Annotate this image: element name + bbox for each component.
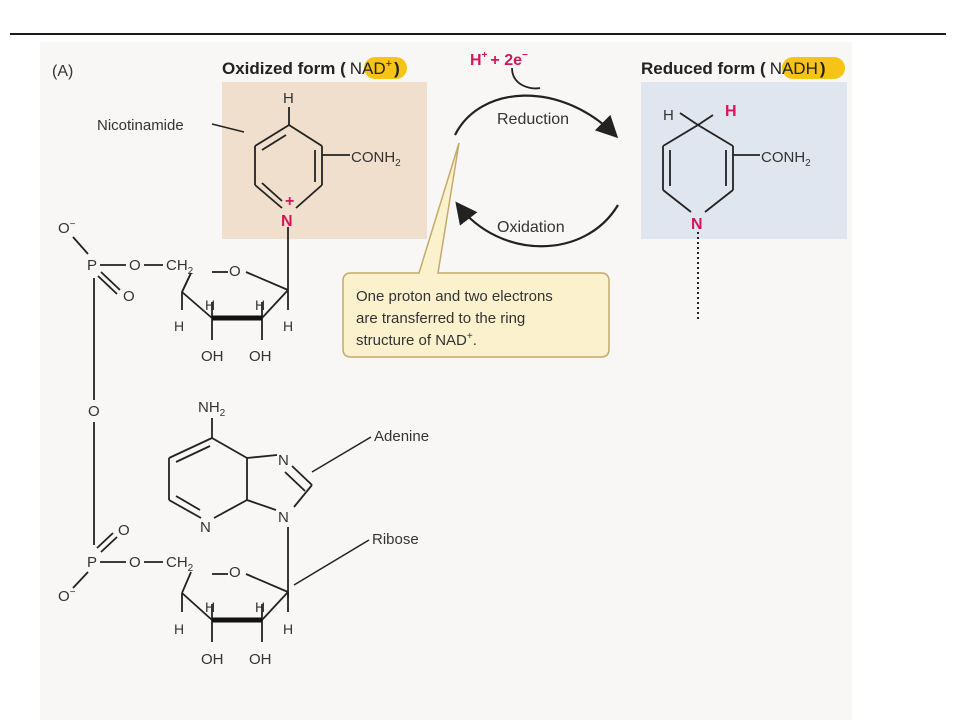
callout-line-3: structure of NAD+. <box>356 331 477 349</box>
upper-ch2: CH2 <box>166 257 194 277</box>
lower-h-4: H <box>283 621 293 637</box>
callout-box <box>342 142 610 358</box>
conh2-red: CONH2 <box>761 149 811 169</box>
ribose-leader <box>293 539 370 586</box>
lower-h-2: H <box>255 599 265 615</box>
callout-line-1: One proton and two electrons <box>356 288 553 305</box>
lower-p-o-double: O <box>118 522 130 539</box>
lower-oh-1: OH <box>201 651 224 668</box>
reduction-label: Reduction <box>497 111 569 128</box>
atom-n-plus: N <box>281 213 293 230</box>
lower-h-3: H <box>174 621 184 637</box>
upper-oh-1: OH <box>201 348 224 365</box>
oxidized-header: Oxidized form (NAD+) <box>222 58 400 78</box>
atom-h-nadh: H <box>663 107 674 124</box>
upper-ring-o: O <box>229 263 241 280</box>
reduction-arrow <box>454 94 619 139</box>
positive-charge: + <box>285 193 294 210</box>
reduced-box <box>641 82 847 239</box>
upper-h-4: H <box>283 318 293 334</box>
label-ribose: Ribose <box>372 531 419 548</box>
label-nicotinamide: Nicotinamide <box>97 117 184 134</box>
bridge-o: O <box>88 403 100 420</box>
proton-input-arrow <box>511 67 541 90</box>
lower-ch2: CH2 <box>166 554 194 574</box>
lower-o-minus: O− <box>58 587 76 605</box>
nadh-highlight <box>782 57 845 79</box>
reduced-header: Reduced form (NADH) <box>641 59 826 78</box>
lower-phosphate-bonds <box>72 532 163 589</box>
nad-highlight <box>364 57 407 79</box>
adenine-n7: N <box>278 452 289 469</box>
upper-ester-o: O <box>129 257 141 274</box>
lower-ribose-ring <box>181 571 289 642</box>
lower-ring-o: O <box>229 564 241 581</box>
added-hydrogen: H <box>725 103 737 120</box>
lower-p: P <box>87 554 97 571</box>
adenine-leader <box>311 436 372 473</box>
atom-n-nadh: N <box>691 216 703 233</box>
oxidation-arrow <box>455 201 619 248</box>
adenine-rings <box>168 418 313 598</box>
oxidation-label: Oxidation <box>497 219 565 236</box>
label-adenine: Adenine <box>374 428 429 445</box>
nadh-ring <box>662 112 760 213</box>
adenine-n1: N <box>200 519 211 536</box>
nicotinamide-ring <box>254 107 350 290</box>
lower-ester-o: O <box>129 554 141 571</box>
h-plus-2e-label: H++ 2e− <box>470 50 528 69</box>
upper-h-3: H <box>174 318 184 334</box>
upper-phosphate-bonds <box>72 236 163 400</box>
top-rule <box>10 33 946 35</box>
upper-oh-2: OH <box>249 348 272 365</box>
lower-h-1: H <box>205 599 215 615</box>
upper-p: P <box>87 257 97 274</box>
upper-o-minus: O− <box>58 219 76 237</box>
adenine-n9: N <box>278 509 289 526</box>
lower-oh-2: OH <box>249 651 272 668</box>
callout-line-2: are transferred to the ring <box>356 310 525 327</box>
upper-h-1: H <box>205 297 215 313</box>
oxidized-box <box>222 82 427 239</box>
upper-p-o-double: O <box>123 288 135 305</box>
upper-ribose-ring <box>181 271 289 340</box>
atom-h-top: H <box>283 90 294 107</box>
conh2-ox: CONH2 <box>351 149 401 169</box>
upper-h-2: H <box>255 297 265 313</box>
panel-label: (A) <box>52 63 73 80</box>
nicotinamide-leader <box>211 123 245 133</box>
adenine-nh2: NH2 <box>198 399 226 419</box>
